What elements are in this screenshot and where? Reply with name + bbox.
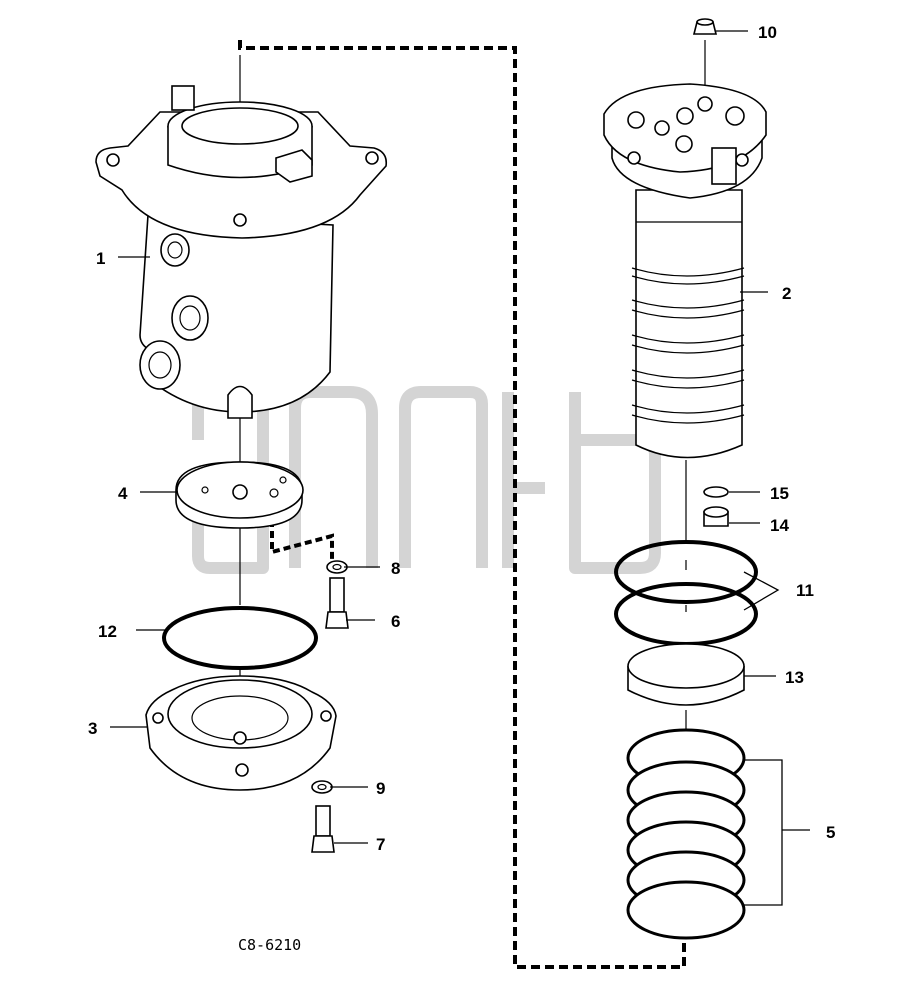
callouts: 1 2 3 4 5 6 7 8 9 10 11 12 13 14 15 (88, 23, 835, 854)
plug-part-10 (692, 18, 718, 35)
washer-part-9 (311, 780, 333, 794)
callout-15: 15 (770, 484, 789, 503)
callout-14: 14 (770, 516, 789, 535)
swivel-body (95, 85, 388, 419)
plate-part-4 (175, 461, 304, 529)
callout-10: 10 (758, 23, 777, 42)
callout-11: 11 (796, 581, 814, 600)
rotor-part-2 (603, 83, 767, 459)
bolt-part-6 (325, 577, 349, 629)
callout-5: 5 (826, 823, 835, 842)
callout-4: 4 (118, 484, 128, 503)
callout-2: 2 (782, 284, 791, 303)
callout-1: 1 (96, 249, 105, 268)
washer-part-8 (326, 560, 348, 574)
callout-3: 3 (88, 719, 97, 738)
plate-link (270, 520, 334, 568)
cover-part-3 (145, 675, 337, 791)
callout-9: 9 (376, 779, 385, 798)
ring-part-13 (627, 643, 745, 706)
seal-ring-part-11 (614, 540, 758, 646)
o-ring-part-15 (703, 486, 729, 498)
o-ring-part-12 (162, 606, 318, 670)
callout-8: 8 (391, 559, 400, 578)
leader-lines (110, 30, 810, 906)
figure-code: C8-6210 (238, 936, 301, 954)
callout-13: 13 (785, 668, 804, 687)
seal-stack-part-5 (626, 728, 746, 940)
connection-line (238, 40, 686, 969)
bolt-part-7 (311, 805, 335, 853)
callout-6: 6 (391, 612, 400, 631)
callout-7: 7 (376, 835, 385, 854)
callout-12: 12 (98, 622, 117, 641)
plug-part-14 (703, 506, 729, 527)
